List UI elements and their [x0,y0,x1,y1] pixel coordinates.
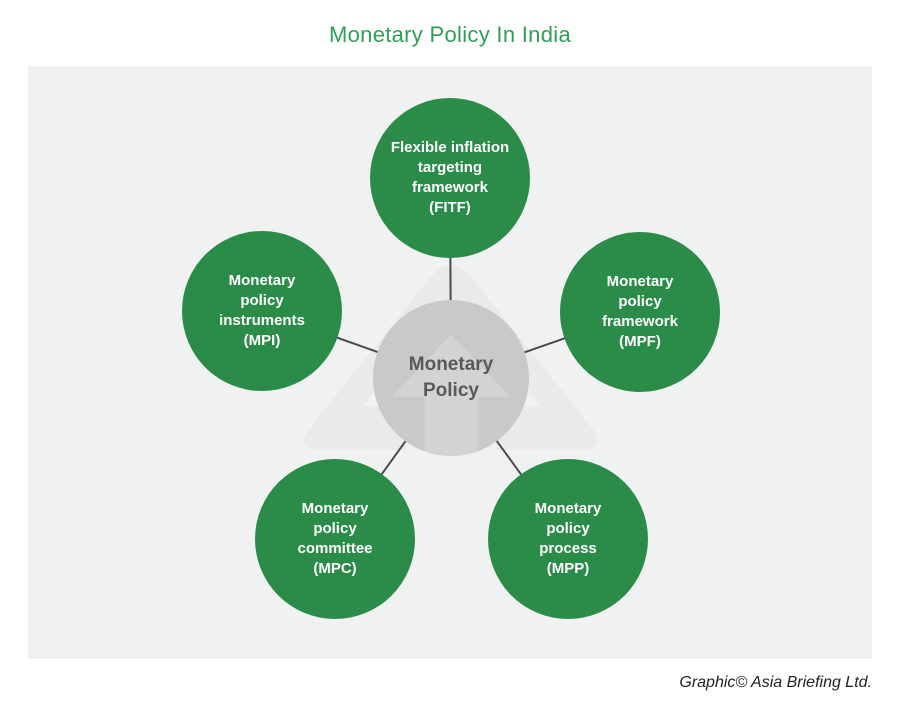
node-fitf: Flexible inflation targeting framework (… [370,98,530,258]
node-mpp: Monetary policy process (MPP) [488,459,648,619]
node-mpi: Monetary policy instruments (MPI) [182,231,342,391]
node-mpf-label: Monetary policy framework (MPF) [602,273,678,350]
node-fitf-label: Flexible inflation targeting framework (… [390,139,510,216]
node-monetary-policy-label: Monetary Policy [408,354,494,401]
page-title: Monetary Policy In India [329,22,571,47]
credit-line: Graphic© Asia Briefing Ltd. [679,674,872,691]
node-mpi-label: Monetary policy instruments (MPI) [219,272,305,349]
node-mpc-label: Monetary policy committee (MPC) [297,500,373,577]
node-monetary-policy: Monetary Policy [373,300,529,456]
node-mpp-label: Monetary policy process (MPP) [534,500,602,577]
node-mpf: Monetary policy framework (MPF) [560,232,720,392]
node-mpc: Monetary policy committee (MPC) [255,459,415,619]
diagram-panel: Flexible inflation targeting framework (… [28,66,872,659]
